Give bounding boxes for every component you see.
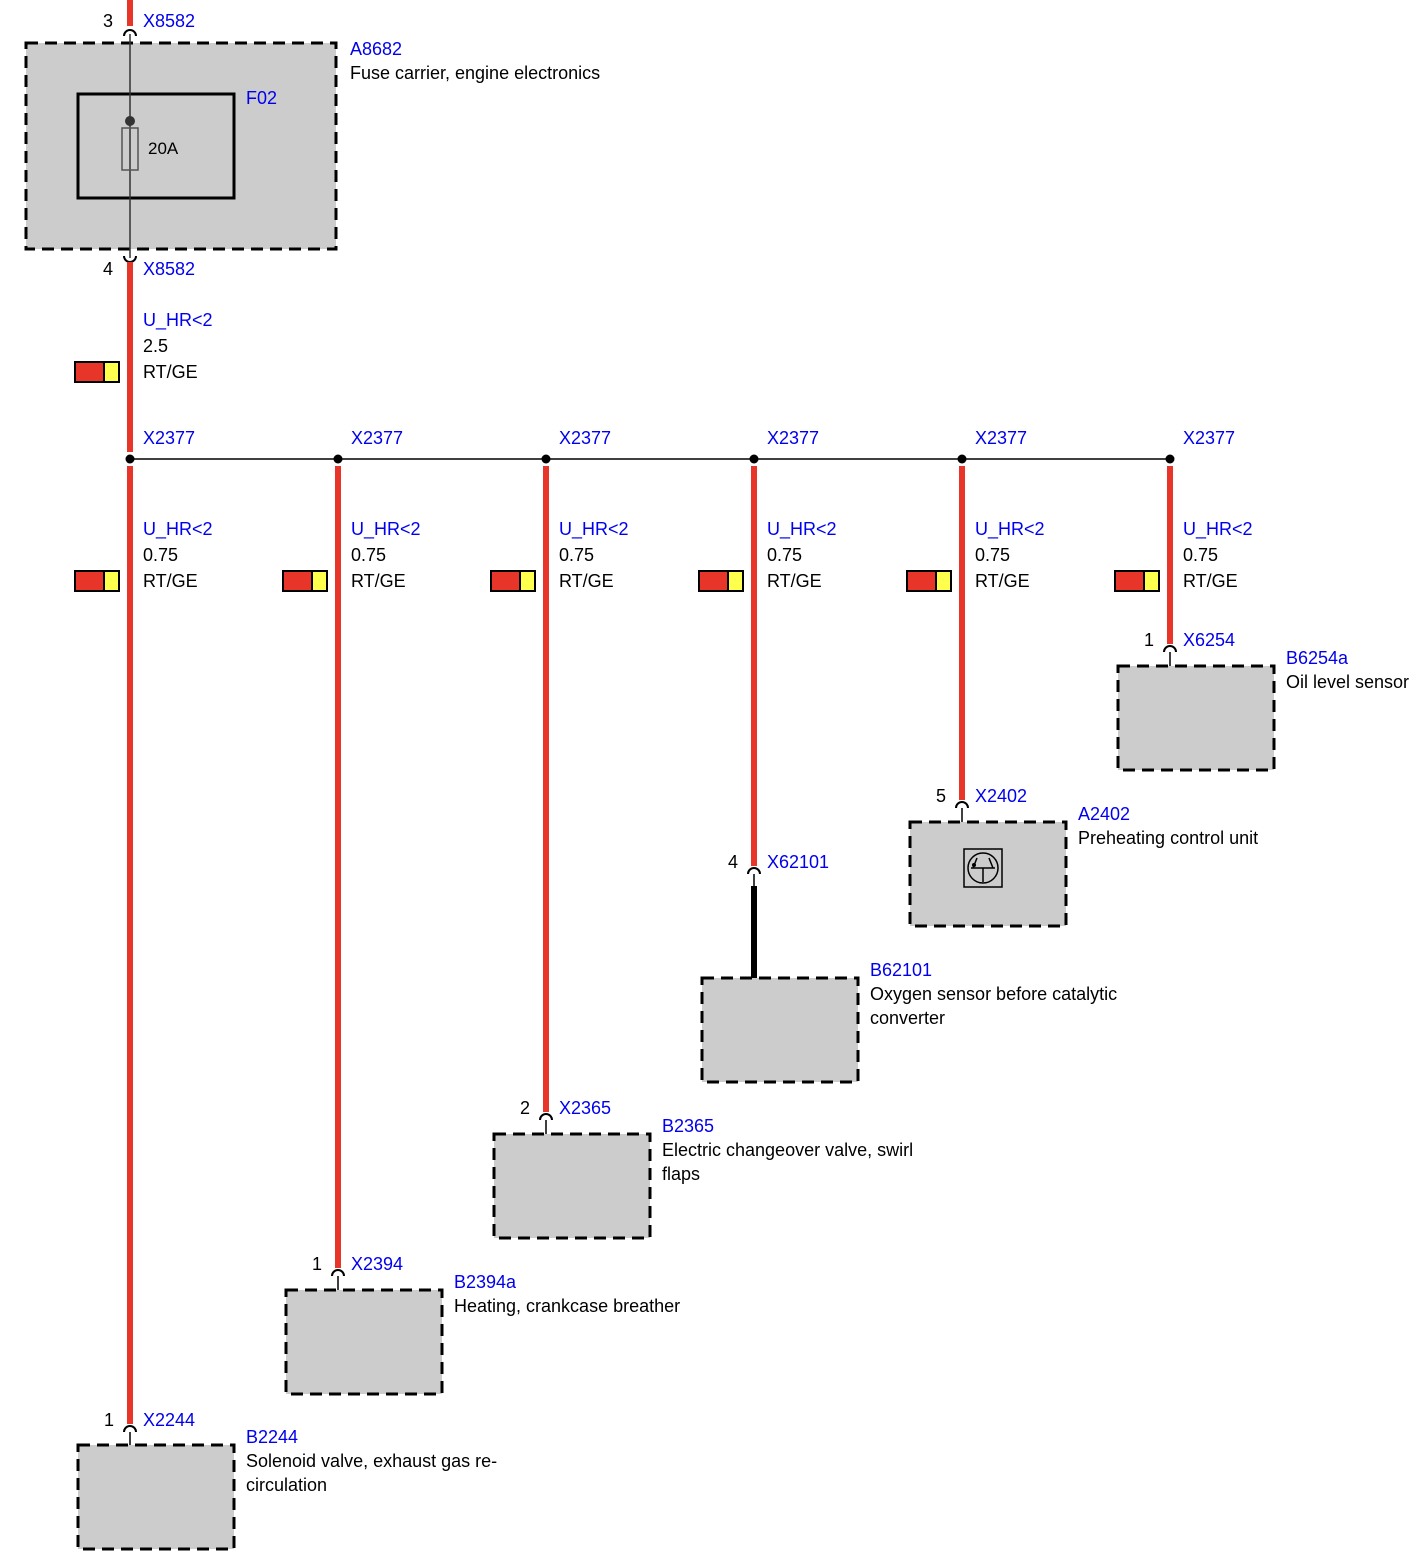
connector-label[interactable]: X62101 [767,852,830,872]
splice-dot [125,454,135,464]
connector-arc-icon [747,867,761,875]
connector-label[interactable]: X2365 [559,1098,612,1118]
connector-arc-icon [331,1269,345,1277]
transistor-icon-leads [971,857,995,882]
wire-signal[interactable]: U_HR<2 [1183,519,1253,539]
wire-color-swatch-yellow [1143,570,1160,592]
splice-dot [541,454,551,464]
splice-label[interactable]: X2377 [351,428,404,448]
wire-color-code: RT/GE [143,571,198,591]
splice-dot [957,454,967,464]
wire-color-code: RT/GE [351,571,406,591]
component-name: Electric changeover valve, swirl flaps [662,1140,914,1184]
wire-color-swatch-red [906,570,937,592]
component-id[interactable]: A8682 [350,39,403,59]
wire-color-swatch-yellow [103,570,120,592]
wire-gauge: 0.75 [1183,545,1219,565]
transistor-icon-frame [963,848,1003,888]
wire-color-swatch-yellow [311,570,328,592]
component-box[interactable] [284,1288,444,1396]
splice-label[interactable]: X2377 [143,428,196,448]
pin-number: 4 [103,259,114,279]
wire-gauge: 0.75 [351,545,387,565]
connector-arc-icon [955,801,969,809]
wire-color-code: RT/GE [559,571,614,591]
wire-color-swatch-red [74,570,105,592]
component-box[interactable] [492,1132,652,1240]
connector-arc-icon [539,1113,553,1121]
connector-arc-icon [1163,645,1177,653]
connector-arc-icon [123,1425,137,1433]
component-name: Preheating control unit [1078,828,1259,848]
splice-label[interactable]: X2377 [767,428,820,448]
wire-gauge: 2.5 [143,336,169,356]
wire-color-swatch-yellow [935,570,952,592]
component-box[interactable] [76,1443,236,1551]
connector-label[interactable]: X2402 [975,786,1028,806]
splice-label[interactable]: X2377 [1183,428,1236,448]
wire-color-code: RT/GE [1183,571,1238,591]
transistor-icon-emitter [972,863,976,867]
wire-gauge: 0.75 [767,545,803,565]
splice-label[interactable]: X2377 [559,428,612,448]
connector-arc-icon [123,29,137,37]
connector-label[interactable]: X6254 [1183,630,1236,650]
fuse-carrier-box[interactable] [24,41,338,251]
wire-gauge: 0.75 [975,545,1011,565]
transistor-icon [967,852,999,884]
component-id[interactable]: B2365 [662,1116,715,1136]
splice-dot [749,454,759,464]
fuse-id[interactable]: F02 [246,88,278,108]
splice-dot [333,454,343,464]
connector-label[interactable]: X2394 [351,1254,404,1274]
component-id[interactable]: B2394a [454,1272,517,1292]
component-name: Fuse carrier, engine electronics [350,63,601,83]
wire-gauge: 0.75 [143,545,179,565]
connector-label[interactable]: X8582 [143,11,196,31]
pin-number: 5 [936,786,947,806]
wire-signal[interactable]: U_HR<2 [351,519,421,539]
wire-signal[interactable]: U_HR<2 [975,519,1045,539]
component-id[interactable]: A2402 [1078,804,1131,824]
component-id[interactable]: B6254a [1286,648,1349,668]
wire-signal[interactable]: U_HR<2 [767,519,837,539]
wire-color-swatch-red [698,570,729,592]
component-id[interactable]: B2244 [246,1427,299,1447]
connector-label[interactable]: X8582 [143,259,196,279]
wire-color-swatch-yellow [727,570,744,592]
fuse-rating: 20A [148,139,179,158]
wire-signal[interactable]: U_HR<2 [559,519,629,539]
wire-color-swatch-red [282,570,313,592]
wire-signal[interactable]: U_HR<2 [143,519,213,539]
pin-number: 3 [103,11,114,31]
wire-color-code: RT/GE [143,362,198,382]
pin-number: 4 [728,852,739,872]
wire-gauge: 0.75 [559,545,595,565]
wire-color-swatch-red [490,570,521,592]
wire-color-swatch-yellow [519,570,536,592]
pin-number: 1 [104,1410,115,1430]
component-id[interactable]: B62101 [870,960,933,980]
connector-label[interactable]: X2244 [143,1410,196,1430]
fuse-icon [121,127,139,171]
component-box[interactable] [1116,664,1276,772]
component-name: Oil level sensor [1286,672,1410,692]
fuse-node-dot [125,116,135,126]
wire-color-code: RT/GE [975,571,1030,591]
component-name: Solenoid valve, exhaust gas re-circulati… [246,1451,498,1495]
pin-number: 1 [312,1254,323,1274]
splice-label[interactable]: X2377 [975,428,1028,448]
wire-color-swatch-red [1114,570,1145,592]
component-name: Heating, crankcase breather [454,1296,681,1316]
pin-number: 1 [1144,630,1155,650]
component-name: Oxygen sensor before catalytic converter [870,984,1118,1028]
pin-number: 2 [520,1098,531,1118]
wire-color-code: RT/GE [767,571,822,591]
wire-color-swatch [74,361,120,383]
component-box[interactable] [908,820,1068,928]
component-box[interactable] [700,976,860,1084]
fuse-box[interactable] [76,92,236,200]
wire-signal[interactable]: U_HR<2 [143,310,213,330]
splice-dot [1165,454,1175,464]
